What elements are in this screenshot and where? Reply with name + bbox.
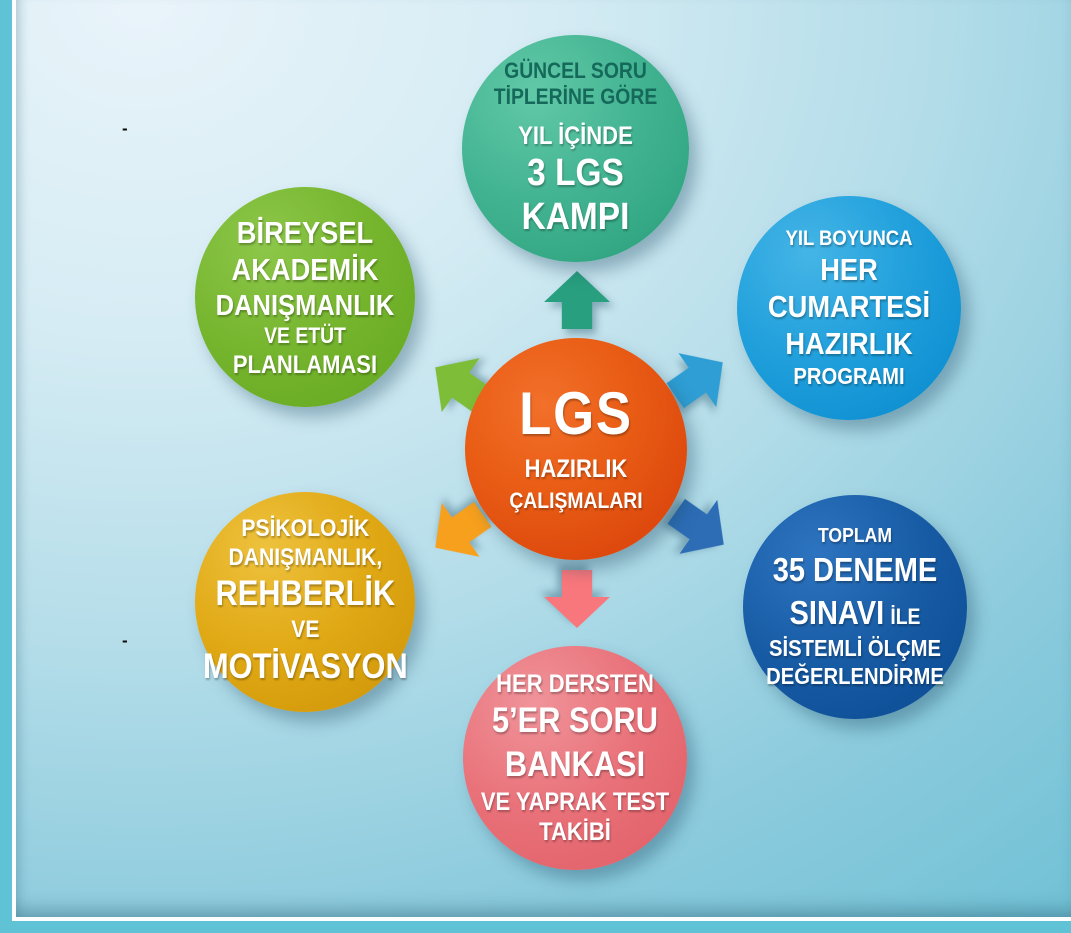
arrow-down	[541, 570, 613, 628]
arrow-up-right	[655, 333, 744, 425]
node-top-left-line1: BİREYSEL	[236, 215, 374, 251]
arrow-up-right-icon	[666, 353, 723, 409]
node-top-right-line3: CUMARTESİ	[767, 289, 931, 325]
arrow-down-left	[415, 485, 504, 577]
node-circle-bottom: HER DERSTEN 5’ER SORU BANKASI VE YAPRAK …	[463, 646, 687, 870]
node-bottom-line5: TAKİBİ	[539, 818, 611, 847]
node-top-text: GÜNCEL SORU TİPLERİNE GÖRE YIL İÇİNDE 3 …	[476, 58, 676, 239]
node-circle-bottom-left: PSİKOLOJİK DANIŞMANLIK, REHBERLİK VE MOT…	[195, 492, 415, 712]
center-title: LGS	[519, 379, 633, 447]
arrow-up-icon	[544, 271, 610, 329]
node-top-left-text: BİREYSEL AKADEMİK DANIŞMANLIK VE ETÜT PL…	[208, 214, 402, 380]
arrow-up	[541, 271, 613, 329]
node-bottom-line1: HER DERSTEN	[496, 669, 654, 698]
node-bottom-line2: 5’ER SORU	[491, 700, 659, 740]
node-top-line3: YIL İÇİNDE	[518, 121, 633, 150]
node-bottom-left-line3: REHBERLİK	[215, 574, 395, 614]
node-bottom-left-line4: VE	[290, 616, 320, 644]
arrow-shape	[435, 501, 492, 557]
center-subtitle2: ÇALIŞMALARI	[509, 487, 643, 513]
node-top-left-line4: VE ETÜT	[264, 323, 346, 349]
frame-bottom-bar	[0, 921, 1071, 933]
node-bottom-right-line3-suffix: İLE	[890, 604, 921, 630]
arrow-down-right	[656, 482, 745, 574]
arrow-shape	[544, 570, 610, 628]
frame-left-bar	[0, 0, 12, 933]
node-top-right-text: YIL BOYUNCA HER CUMARTESİ HAZIRLIK PROGR…	[750, 226, 947, 390]
arrow-down-right-icon	[667, 498, 724, 554]
node-bottom-right-line4: SİSTEMLİ ÖLÇME	[768, 634, 942, 661]
arrow-shape	[667, 498, 724, 554]
arrow-shape	[666, 353, 723, 409]
node-top-line5: KAMPI	[521, 195, 630, 238]
node-top-line2: TİPLERİNE GÖRE	[493, 84, 658, 110]
node-top-left-line2: AKADEMİK	[231, 252, 379, 288]
arrow-down-icon	[544, 570, 610, 628]
node-circle-center: LGS HAZIRLIK ÇALIŞMALARI	[465, 338, 687, 560]
arrow-shape	[544, 271, 610, 329]
node-bottom-text: HER DERSTEN 5’ER SORU BANKASI VE YAPRAK …	[476, 669, 673, 847]
node-top-right-line2: HER	[820, 252, 878, 288]
node-bottom-line4: VE YAPRAK TEST	[480, 788, 670, 817]
arrow-down-left-icon	[435, 501, 492, 557]
node-top-right-line4: HAZIRLIK	[785, 326, 913, 362]
node-circle-top-left: BİREYSEL AKADEMİK DANIŞMANLIK VE ETÜT PL…	[195, 187, 415, 407]
node-bottom-line3: BANKASI	[504, 745, 646, 784]
node-bottom-right-line3-main: SINAVI	[789, 594, 885, 632]
node-bottom-left-text: PSİKOLOJİK DANIŞMANLIK, REHBERLİK VE MOT…	[203, 515, 408, 690]
node-bottom-left-line1: PSİKOLOJİK	[241, 514, 369, 542]
center-subtitle1: HAZIRLIK	[524, 454, 628, 483]
node-circle-top: GÜNCEL SORU TİPLERİNE GÖRE YIL İÇİNDE 3 …	[462, 35, 689, 262]
node-top-left-line3: DANIŞMANLIK	[215, 289, 395, 322]
node-top-line1: GÜNCEL SORU	[504, 58, 647, 84]
node-top-line4: 3 LGS	[527, 151, 624, 194]
node-bottom-left-line5: MOTİVASYON	[202, 647, 408, 687]
node-bottom-right-line2: 35 DENEME	[772, 550, 938, 588]
center-text: LGS HAZIRLIK ÇALIŞMALARI	[478, 379, 673, 514]
node-bottom-right-line5: DEĞERLENDİRME	[766, 662, 944, 689]
node-circle-top-right: YIL BOYUNCA HER CUMARTESİ HAZIRLIK PROGR…	[737, 196, 961, 420]
node-bottom-left-line2: DANIŞMANLIK,	[228, 543, 382, 571]
stray-dash-top: -	[122, 119, 128, 138]
node-top-right-line5: PROGRAMI	[793, 362, 905, 389]
node-top-right-line1: YIL BOYUNCA	[785, 226, 913, 250]
stray-dash-bottom: -	[122, 631, 128, 650]
node-top-left-line5: PLANLAMASI	[232, 350, 378, 379]
node-bottom-right-line1: TOPLAM	[817, 524, 892, 547]
